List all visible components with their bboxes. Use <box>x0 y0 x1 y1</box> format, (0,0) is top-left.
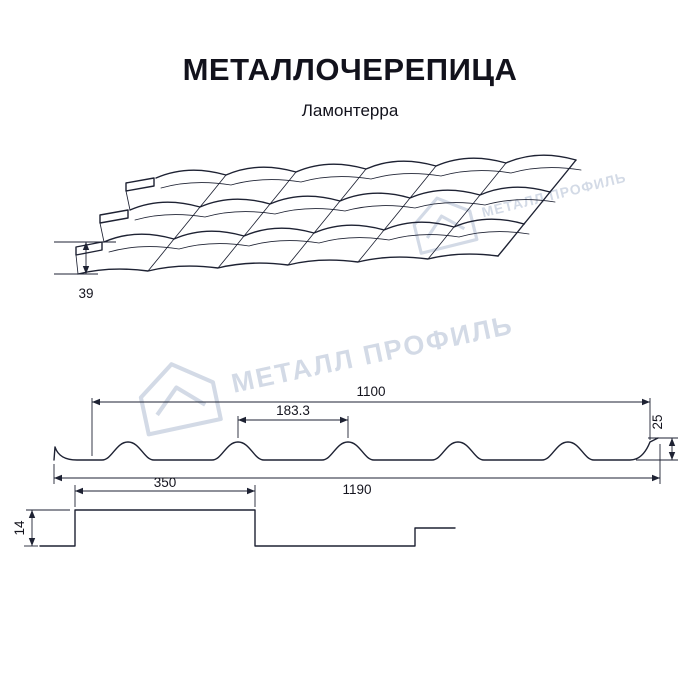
page-title: МЕТАЛЛОЧЕРЕПИЦА <box>182 52 518 87</box>
tile-sheet-outline <box>75 154 582 275</box>
dimension-label-step-height-14: 14 <box>12 520 27 536</box>
dimension-14: 14 <box>12 509 70 547</box>
dimension-183-3: 183.3 <box>237 403 349 438</box>
profile-wave-outline <box>53 437 659 461</box>
dimension-label-profile-height-25: 25 <box>650 414 665 429</box>
cross-section-drawing: 1100 183.3 25 1190 <box>53 384 678 497</box>
step-profile-outline <box>39 509 456 547</box>
dimension-1100: 1100 <box>91 384 651 456</box>
page-subtitle: Ламонтерра <box>301 101 399 120</box>
dimension-1190: 1190 <box>53 444 661 497</box>
dimension-39: 39 <box>54 241 116 301</box>
dimension-350: 350 <box>74 475 256 507</box>
dimension-label-module-length-350: 350 <box>154 475 177 490</box>
dimension-25: 25 <box>636 414 678 461</box>
dimension-label-wave-pitch-183-3: 183.3 <box>276 403 310 418</box>
step-profile-drawing: 350 14 <box>12 475 456 547</box>
dimension-label-step-height-39: 39 <box>78 286 93 301</box>
title-block: МЕТАЛЛОЧЕРЕПИЦА Ламонтерра <box>0 52 700 121</box>
perspective-view-drawing: 39 <box>54 154 582 301</box>
dimension-label-full-width-1190: 1190 <box>342 482 371 497</box>
dimension-label-cover-width-1100: 1100 <box>356 384 385 399</box>
